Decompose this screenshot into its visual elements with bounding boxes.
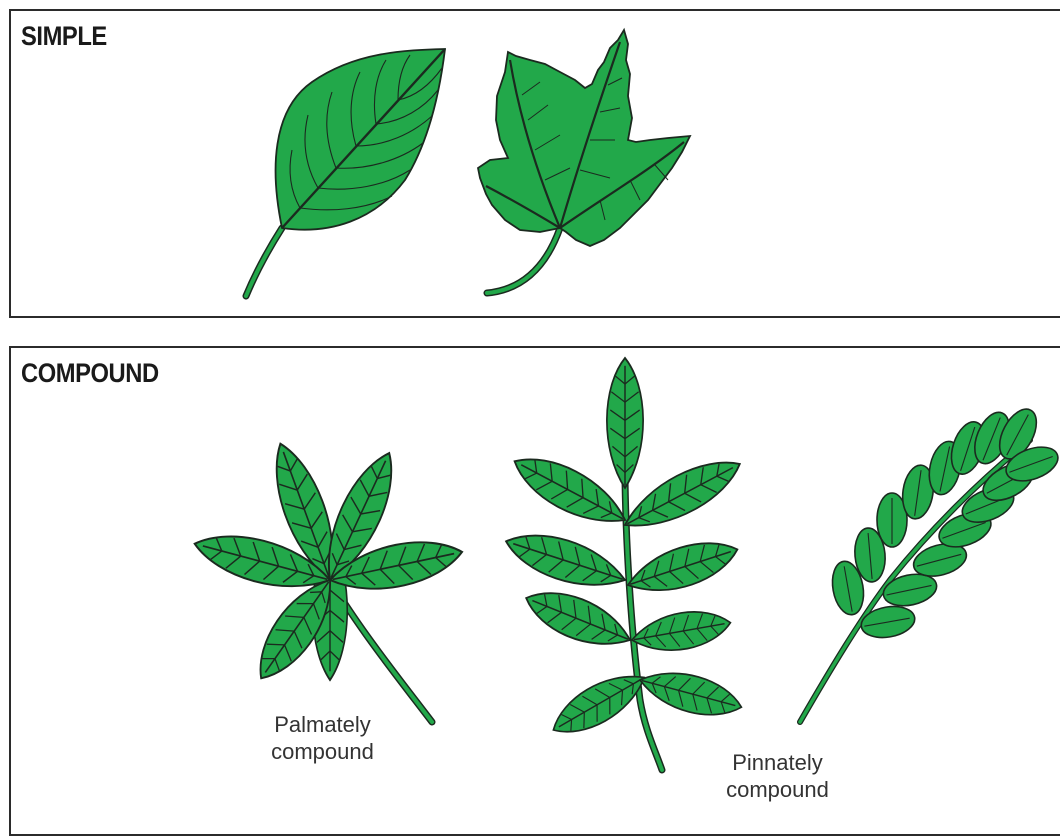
caption-line: Palmately — [240, 711, 405, 738]
caption-line: compound — [695, 776, 860, 803]
caption-line: compound — [240, 738, 405, 765]
palmately-compound-caption: Palmately compound — [240, 711, 405, 765]
leaf-illustrations — [0, 0, 1060, 817]
pinnately-compound-caption: Pinnately compound — [695, 749, 860, 803]
simple-maple-leaf — [478, 30, 690, 293]
pinnate-oval-leaf — [800, 403, 1060, 722]
pinnately-compound-leaf — [500, 358, 749, 770]
simple-oval-leaf — [246, 49, 445, 296]
caption-line: Pinnately — [695, 749, 860, 776]
